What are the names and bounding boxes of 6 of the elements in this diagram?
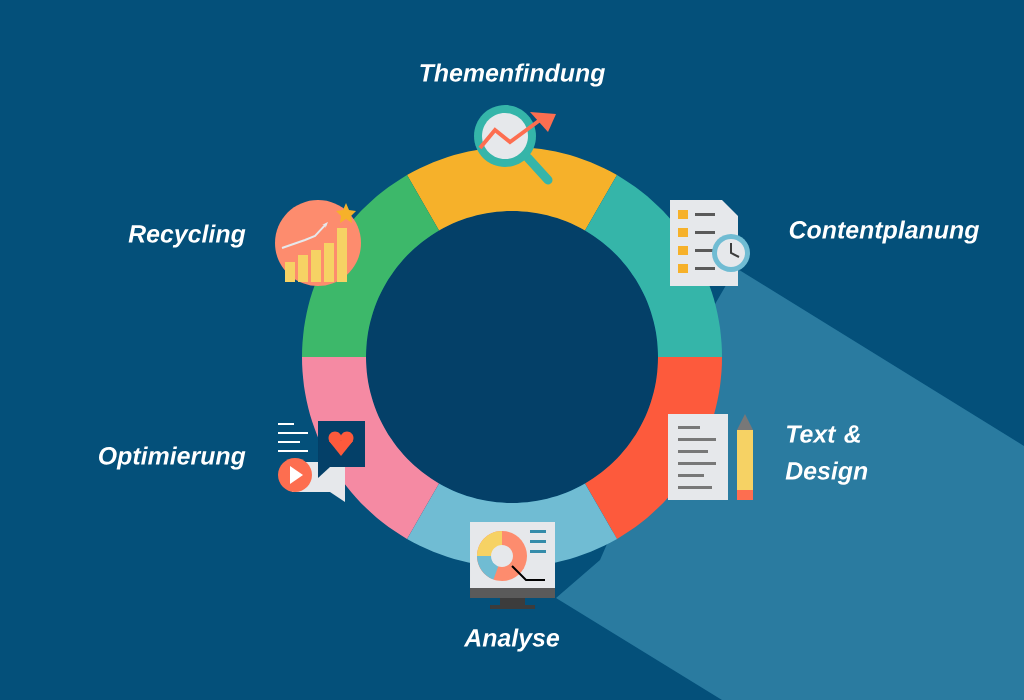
segment-label: Optimierung: [99, 446, 246, 470]
segment-label: Analyse: [463, 628, 560, 652]
segment-label: Contentplanung: [789, 220, 980, 244]
segment-label: Themenfindung: [420, 63, 605, 87]
segment-label: Recycling: [128, 224, 246, 248]
segment-label: Text & Design: [785, 425, 868, 485]
